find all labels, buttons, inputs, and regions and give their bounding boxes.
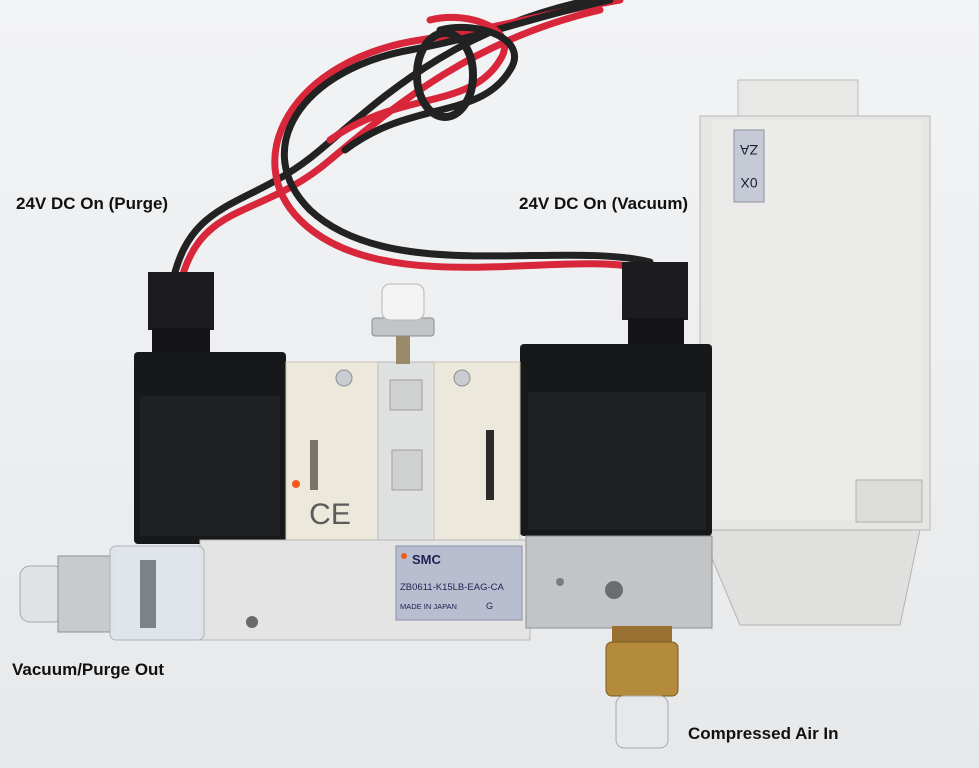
purge-solenoid [134,272,286,544]
grade-text: G [486,601,493,611]
red-black-wires [168,0,654,289]
adjustment-knob [371,283,435,364]
valve-bodies: CE [285,361,521,543]
vacuum-fitting [19,545,205,641]
model-plate: SMC ZB0611-K15LB-EAG-CA MADE IN JAPAN G [395,545,523,621]
vacuum-purge-out-label: Vacuum/Purge Out [12,660,165,679]
switch-tag: ZA 0X [739,142,758,191]
pressure-switch-housing [699,79,931,626]
compressed-air-in-label: Compressed Air In [688,724,839,743]
vacuum-solenoid [520,262,712,536]
tag-line1: ZA [739,142,758,158]
brand-text: SMC [412,552,442,567]
model-text: ZB0611-K15LB-EAG-CA [400,582,505,593]
vacuum-label: 24V DC On (Vacuum) [519,194,689,213]
svg-text:CE: CE [309,498,351,531]
origin-text: MADE IN JAPAN [400,602,457,611]
tag-line2: 0X [740,175,758,191]
air-fitting [605,626,679,749]
purge-label: 24V DC On (Purge) [16,194,169,213]
